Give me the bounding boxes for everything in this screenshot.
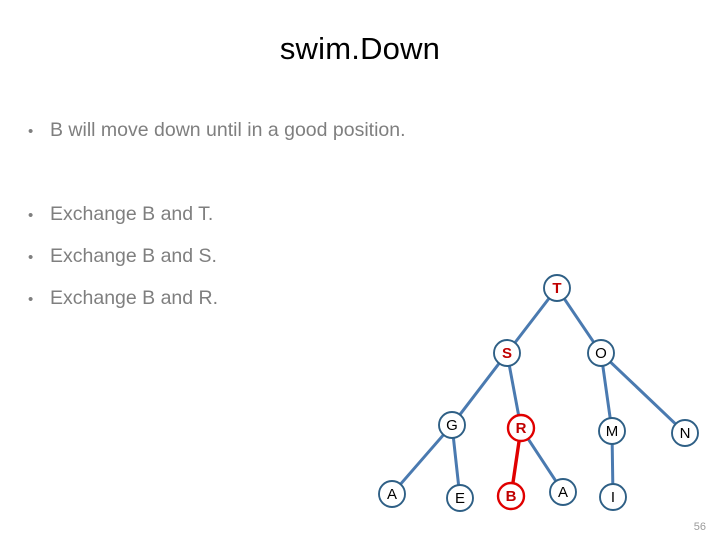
tree-svg: T S O G R M N A E B A I xyxy=(378,274,699,512)
tree-edge-t-o xyxy=(562,296,596,345)
bullet-marker-icon: • xyxy=(28,291,34,308)
node-circle-icon xyxy=(549,478,577,506)
tree-edge-g-e xyxy=(451,435,461,488)
tree-node-o[interactable]: O xyxy=(587,339,615,367)
tree-edge-s-r xyxy=(507,363,521,418)
tree-node-e[interactable]: E xyxy=(446,484,474,512)
page-number: 56 xyxy=(693,521,706,533)
tree-node-a2[interactable]: A xyxy=(549,478,577,506)
tree-edge-o-m xyxy=(601,363,612,421)
tree-edge-layer xyxy=(398,296,678,488)
page-title: swim.Down xyxy=(279,31,441,66)
bullet-marker-icon: • xyxy=(28,123,34,140)
bullet-group-primary: • B will move down until in a good posit… xyxy=(28,110,406,152)
tree-node-m[interactable]: M xyxy=(598,417,626,445)
node-label: A xyxy=(387,486,397,503)
node-label: E xyxy=(455,490,465,507)
tree-edge-g-a1 xyxy=(398,432,446,487)
bullet-marker-icon: • xyxy=(28,207,34,224)
tree-node-s[interactable]: S xyxy=(493,339,521,367)
bullet-text: Exchange B and R. xyxy=(50,287,219,309)
node-circle-icon xyxy=(438,411,466,439)
node-circle-icon xyxy=(587,339,615,367)
node-circle-icon xyxy=(496,481,526,511)
tree-node-b[interactable]: B xyxy=(496,481,526,511)
tree-node-i[interactable]: I xyxy=(599,483,627,511)
tree-edge-m-i xyxy=(610,441,615,487)
list-item: • B will move down until in a good posit… xyxy=(28,110,406,152)
bullet-marker-icon: • xyxy=(28,249,34,266)
binary-heap-tree-diagram: T S O G R M N A E B A I xyxy=(350,258,710,530)
node-circle-icon xyxy=(506,413,536,443)
bullet-text: Exchange B and T. xyxy=(50,203,214,225)
tree-node-r[interactable]: R xyxy=(506,413,536,443)
node-circle-icon xyxy=(493,339,521,367)
node-label: G xyxy=(446,417,458,434)
bullet-text: B will move down until in a good positio… xyxy=(50,119,406,141)
bullet-text: Exchange B and S. xyxy=(50,245,217,267)
node-label: A xyxy=(558,484,568,501)
tree-edge-o-n xyxy=(608,359,678,427)
list-item: • Exchange B and T. xyxy=(28,194,218,236)
node-label: M xyxy=(606,423,619,440)
node-circle-icon xyxy=(671,419,699,447)
node-circle-icon xyxy=(599,483,627,511)
tree-node-a1[interactable]: A xyxy=(378,480,406,508)
node-circle-icon xyxy=(543,274,571,302)
node-label: I xyxy=(611,489,615,506)
tree-node-g[interactable]: G xyxy=(438,411,466,439)
tree-node-n[interactable]: N xyxy=(671,419,699,447)
node-label: N xyxy=(680,425,691,442)
node-circle-icon xyxy=(598,417,626,445)
tree-edge-r-a2 xyxy=(526,436,558,484)
node-label: O xyxy=(595,345,607,362)
list-item: • Exchange B and R. xyxy=(28,278,218,320)
tree-edge-s-g xyxy=(457,361,502,417)
list-item: • Exchange B and S. xyxy=(28,236,218,278)
bullet-group-steps: • Exchange B and T. • Exchange B and S. … xyxy=(28,194,218,320)
tree-edge-t-s xyxy=(512,296,552,345)
tree-edge-r-b xyxy=(511,438,521,486)
node-label: S xyxy=(502,345,512,362)
tree-node-layer: T S O G R M N A E B A I xyxy=(378,274,699,512)
node-label: T xyxy=(552,280,561,297)
tree-node-t[interactable]: T xyxy=(543,274,571,302)
node-label: R xyxy=(516,420,527,437)
node-circle-icon xyxy=(446,484,474,512)
node-circle-icon xyxy=(378,480,406,508)
node-label: B xyxy=(506,488,517,505)
